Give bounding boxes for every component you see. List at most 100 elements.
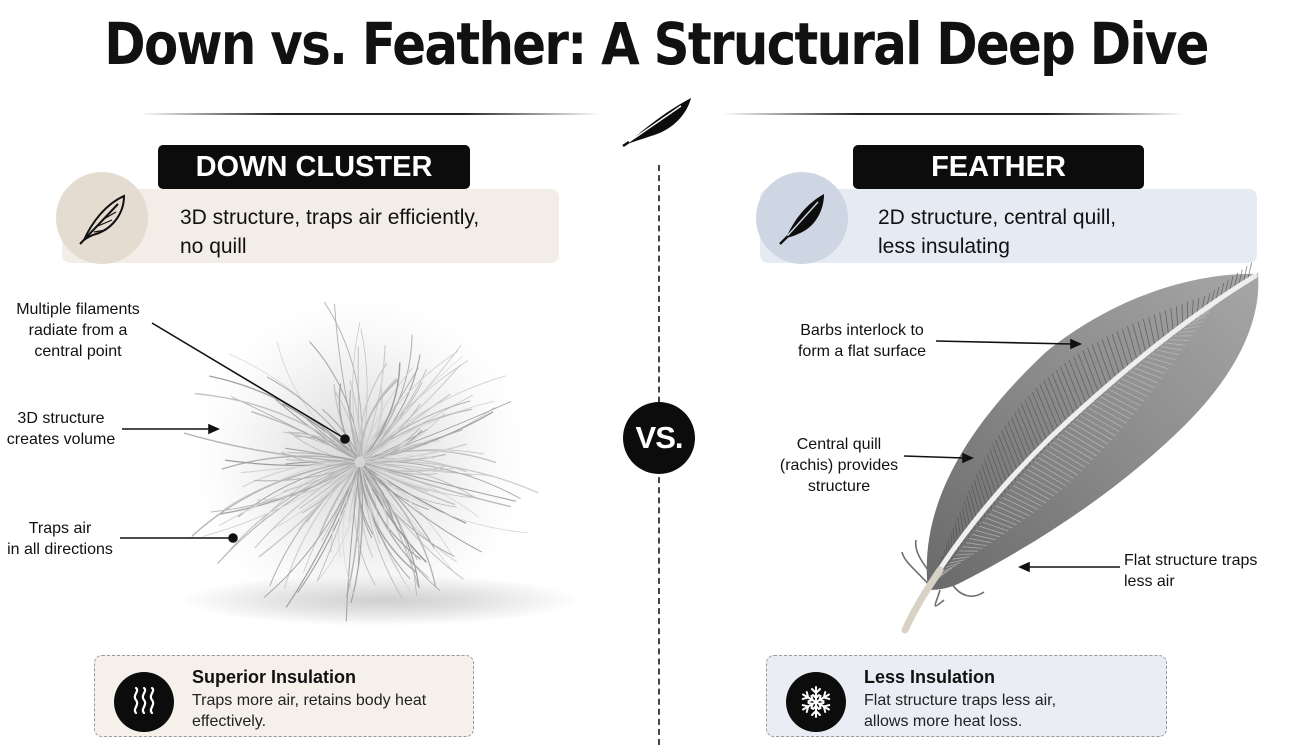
down-filament: [365, 464, 457, 472]
snowflake-glyph: [800, 686, 832, 718]
down-header-icon-circle: [56, 172, 148, 264]
label-flat-line2: less air: [1124, 573, 1175, 590]
down-filament: [363, 375, 507, 458]
feather-barb: [1127, 326, 1139, 365]
down-filament: [346, 467, 362, 597]
feather-barb: [1116, 331, 1130, 372]
feather-barb: [985, 517, 1013, 529]
down-filament: [271, 466, 357, 531]
feather-barb: [1037, 457, 1075, 480]
down-filament: [360, 467, 441, 592]
feather-summary-line1: Flat structure traps less air,: [864, 692, 1057, 709]
down-filament: [358, 467, 418, 574]
callout-arrow-barbs: [1070, 338, 1082, 350]
label-filaments-line3: central point: [34, 343, 122, 360]
label-volume-line1: 3D structure: [17, 410, 105, 427]
feather-barb: [1146, 356, 1173, 365]
down-filament: [231, 396, 356, 460]
feather-barb: [1083, 411, 1120, 433]
down-filament: [364, 464, 437, 588]
feather-barb: [1041, 453, 1078, 476]
down-filament: [183, 432, 355, 463]
feather-barb: [1132, 323, 1143, 361]
down-filament: [359, 467, 411, 579]
down-filament: [203, 465, 356, 537]
down-filament: [288, 431, 358, 458]
feather-barb: [1160, 346, 1183, 351]
feather-summary-line2: allows more heat loss.: [864, 713, 1023, 730]
feather-barb: [1028, 395, 1050, 446]
label-barbs-interlock: Barbs interlock to form a flat surface: [776, 320, 948, 362]
feather-barb: [1047, 376, 1069, 427]
label-flat-line1: Flat structure traps: [1124, 552, 1258, 569]
label-quill-line3: structure: [807, 478, 871, 495]
label-filaments-line2: radiate from a: [28, 322, 128, 339]
down-filament: [365, 462, 479, 518]
feather-barb: [1060, 433, 1098, 457]
feather-barb: [1196, 311, 1211, 320]
feather-barb: [1021, 404, 1042, 454]
feather-barb: [1030, 465, 1067, 487]
feather-barb: [1026, 469, 1063, 490]
label-3d-structure: 3D structure creates volume: [0, 408, 122, 450]
feather-barb: [1073, 356, 1093, 405]
feather-barb: [1178, 330, 1197, 333]
feather-barb: [1071, 422, 1109, 445]
feather-barb: [1024, 399, 1046, 450]
feather-barb: [1075, 418, 1113, 441]
feather-barb: [995, 505, 1026, 520]
feather-barb: [975, 529, 1000, 538]
feather-barb: [991, 509, 1022, 523]
feather-summary-text: Flat structure traps less air, allows mo…: [864, 690, 1144, 732]
feather-barb: [1077, 353, 1097, 401]
feather-barb: [1017, 408, 1039, 458]
feather-barb: [1138, 363, 1166, 375]
down-filament: [342, 466, 358, 595]
down-filament: [309, 341, 361, 457]
feather-icon: [622, 98, 691, 148]
down-filament: [210, 465, 356, 513]
feather-barb: [1121, 328, 1135, 368]
down-filament: [361, 466, 464, 580]
down-cluster-core: [190, 292, 530, 632]
down-filament: [283, 464, 356, 492]
feather-barb: [1116, 381, 1148, 398]
label-volume-line2: creates volume: [6, 431, 116, 448]
feather-barb: [1155, 349, 1179, 356]
feather-barb: [1101, 339, 1118, 383]
down-filament: [361, 467, 455, 557]
label-filaments-line1: Multiple filaments: [16, 301, 140, 318]
down-filament: [365, 453, 446, 464]
feather-header-icon-circle: [756, 172, 848, 264]
feather-barb: [1104, 392, 1138, 411]
feather-barb: [945, 562, 961, 568]
feather-barb: [1005, 493, 1038, 510]
down-filament: [363, 466, 482, 553]
down-filament: [363, 466, 418, 561]
feather-barb: [1112, 385, 1145, 402]
feather-description-line2: less insulating: [878, 235, 1010, 258]
down-filament: [365, 454, 435, 460]
feather-outline-icon: [79, 194, 126, 245]
feather-barb: [1033, 461, 1071, 483]
down-filament: [258, 462, 355, 526]
feather-barb: [1129, 370, 1159, 384]
down-filament: [288, 431, 355, 463]
feather-barb: [1087, 347, 1105, 394]
feather-barb: [988, 513, 1017, 526]
label-barbs-line1: Barbs interlock to: [800, 322, 924, 339]
down-filament: [360, 328, 368, 457]
down-cluster-heading: DOWN CLUSTER: [158, 145, 470, 189]
snowflake-icon: [786, 672, 846, 732]
feather-barb: [1087, 407, 1123, 428]
down-filament: [358, 379, 399, 457]
down-filament: [349, 389, 359, 458]
label-barbs-line2: form a flat surface: [797, 343, 927, 360]
feather-barb: [955, 553, 974, 556]
down-filament: [360, 467, 381, 545]
feather-barb: [1091, 403, 1127, 424]
down-filament: [364, 464, 453, 556]
down-filament: [338, 383, 357, 459]
feather-barb: [1060, 366, 1081, 416]
feather-barb: [965, 542, 987, 546]
